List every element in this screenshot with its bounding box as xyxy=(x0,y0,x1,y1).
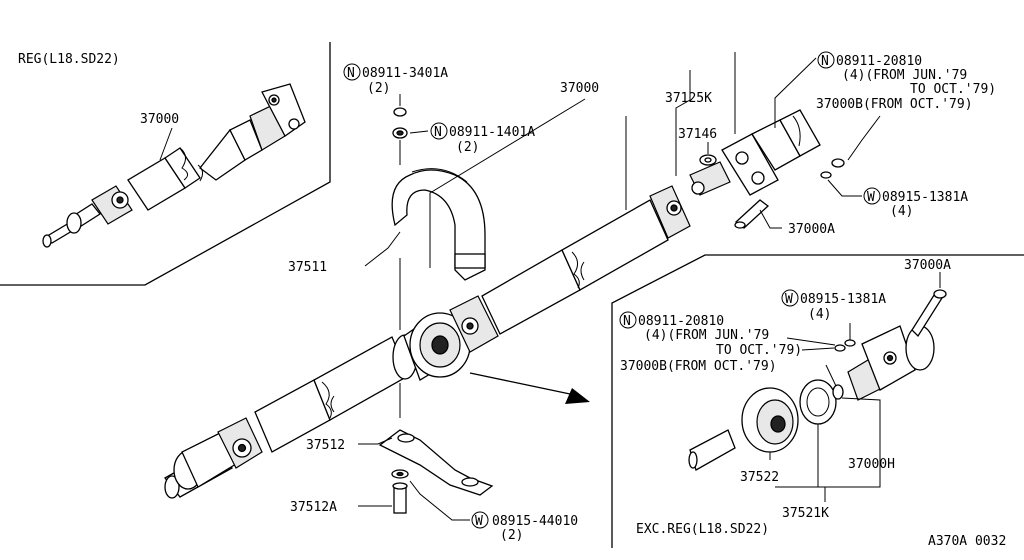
exc-variant-label: EXC.REG(L18.SD22) xyxy=(636,522,769,537)
top-nuts xyxy=(392,107,408,139)
callout-symbol: W xyxy=(785,292,793,307)
callout-washer-1381A-top: W 08915-1381A (4) xyxy=(863,187,968,219)
bolt-and-washer xyxy=(391,469,409,514)
main-propeller-shaft xyxy=(164,185,691,499)
exc-inset xyxy=(611,254,1024,548)
callout-symbol: N xyxy=(623,314,631,329)
callout-nut-3401A: N 08911-3401A (2) xyxy=(343,63,448,96)
callout-qty: (4) xyxy=(890,204,913,219)
part-37522-label: 37522 xyxy=(740,470,779,485)
callout-note-1: (4)(FROM JUN.'79 xyxy=(644,328,769,343)
callout-part-number: 08911-20810 xyxy=(836,54,922,69)
reg-inset-border xyxy=(0,42,331,286)
front-flange-assembly xyxy=(689,109,845,229)
callout-symbol: W xyxy=(867,190,875,205)
callout-qty: (2) xyxy=(456,140,479,155)
part-37125K-label: 37125K xyxy=(665,91,712,106)
part-37000B-inset-label: 37000B(FROM OCT.'79) xyxy=(620,359,777,374)
callout-symbol: W xyxy=(475,514,483,529)
callout-part-number: 08911-3401A xyxy=(362,66,448,81)
leader-lines xyxy=(358,52,941,521)
callout-symbol: N xyxy=(821,54,829,69)
callout-part-number: 08915-1381A xyxy=(800,292,886,307)
part-37512A-label: 37512A xyxy=(290,500,337,515)
callout-nut-1401A: N 08911-1401A (2) xyxy=(430,122,535,155)
callout-part-number: 08915-44010 xyxy=(492,514,578,529)
callout-washer-1381A-inset: W 08915-1381A (4) xyxy=(781,289,886,322)
callout-nut-20810-inset: N 08911-20810 (4)(FROM JUN.'79 TO OCT.'7… xyxy=(619,311,802,358)
part-37512-label: 37512 xyxy=(306,438,345,453)
part-37146-label: 37146 xyxy=(678,127,717,142)
callout-part-number: 08911-1401A xyxy=(449,125,535,140)
lower-bracket xyxy=(378,429,494,496)
reg-variant-label: REG(L18.SD22) xyxy=(18,52,120,67)
part-37000-small-label: 37000 xyxy=(140,112,179,127)
callout-qty: (2) xyxy=(500,528,523,543)
callout-note-2: TO OCT.'79) xyxy=(910,82,996,97)
callout-note-1: (4)(FROM JUN.'79 xyxy=(842,68,967,83)
callout-symbol: N xyxy=(434,125,442,140)
part-37000-main-label: 37000 xyxy=(560,81,599,96)
part-37000A-inset-label: 37000A xyxy=(904,258,951,273)
callout-note-2: TO OCT.'79) xyxy=(716,343,802,358)
callout-qty: (4) xyxy=(808,307,831,322)
part-labels: N 08911-3401A (2) N 08911-1401A (2) 3700… xyxy=(288,51,1006,549)
part-37521K-label: 37521K xyxy=(782,506,829,521)
direction-arrow xyxy=(469,372,590,404)
small-propeller-shaft xyxy=(42,83,306,248)
part-37511-label: 37511 xyxy=(288,260,327,275)
callout-washer-44010: W 08915-44010 (2) xyxy=(471,511,578,543)
figure-code: A370A 0032 xyxy=(928,534,1006,549)
reg-inset: REG(L18.SD22) 37000 xyxy=(0,42,331,286)
center-bearing-bracket xyxy=(391,168,486,281)
exc-inset-border xyxy=(611,254,1024,548)
callout-qty: (2) xyxy=(367,81,390,96)
part-37000A-top-label: 37000A xyxy=(788,222,835,237)
part-37000B-top-label: 37000B(FROM OCT.'79) xyxy=(816,97,973,112)
callout-part-number: 08911-20810 xyxy=(638,314,724,329)
callout-symbol: N xyxy=(347,66,355,81)
callout-nut-20810-top: N 08911-20810 (4)(FROM JUN.'79 TO OCT.'7… xyxy=(817,51,996,97)
callout-part-number: 08915-1381A xyxy=(882,190,968,205)
part-37000H-label: 37000H xyxy=(848,457,895,472)
